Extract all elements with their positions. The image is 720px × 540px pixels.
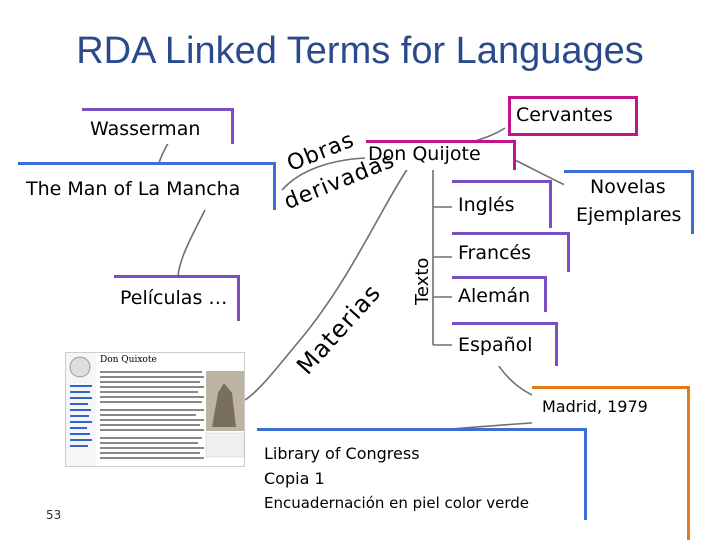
node-man-of-la-mancha bbox=[18, 162, 276, 210]
madrid-label: Madrid, 1979 bbox=[542, 397, 648, 416]
node-espanol bbox=[452, 322, 558, 366]
espanol-label: Español bbox=[458, 334, 533, 356]
man-of-la-mancha-label: The Man of La Mancha bbox=[26, 178, 241, 200]
node-item-library-of-congress bbox=[257, 428, 587, 520]
node-don-quijote bbox=[366, 140, 516, 170]
wikipedia-heading: Don Quixote bbox=[100, 355, 157, 365]
connector-materias bbox=[244, 167, 409, 401]
item-line-copia: Copia 1 bbox=[264, 469, 325, 488]
item-line-library: Library of Congress bbox=[264, 444, 420, 463]
aleman-label: Alemán bbox=[458, 285, 531, 307]
frances-label: Francés bbox=[458, 242, 532, 264]
node-peliculas bbox=[114, 275, 240, 321]
node-wasserman bbox=[82, 108, 234, 144]
wikipedia-thumbnail-graphic bbox=[69, 353, 244, 466]
node-ingles bbox=[452, 180, 552, 228]
peliculas-label: Películas … bbox=[120, 287, 228, 309]
connector-obras bbox=[281, 157, 366, 191]
novelas-label-line1: Novelas bbox=[590, 176, 666, 198]
wikipedia-screenshot-image: Don Quixote bbox=[65, 352, 245, 467]
novelas-label-line2: Ejemplares bbox=[576, 204, 682, 226]
item-line-encuadernacion: Encuadernación en piel color verde bbox=[264, 494, 529, 512]
don-quijote-label: Don Quijote bbox=[368, 143, 481, 165]
node-novelas-ejemplares bbox=[564, 170, 694, 234]
node-aleman bbox=[452, 276, 547, 312]
texto-label: Texto bbox=[412, 257, 433, 305]
node-cervantes bbox=[508, 96, 638, 136]
page-title: RDA Linked Terms for Languages bbox=[76, 30, 644, 72]
wasserman-label: Wasserman bbox=[90, 118, 201, 140]
slide-number: 53 bbox=[46, 508, 62, 522]
ingles-label: Inglés bbox=[458, 194, 515, 216]
cervantes-label: Cervantes bbox=[516, 104, 613, 126]
connector-quijote-novelas bbox=[514, 159, 566, 186]
node-frances bbox=[452, 232, 570, 272]
